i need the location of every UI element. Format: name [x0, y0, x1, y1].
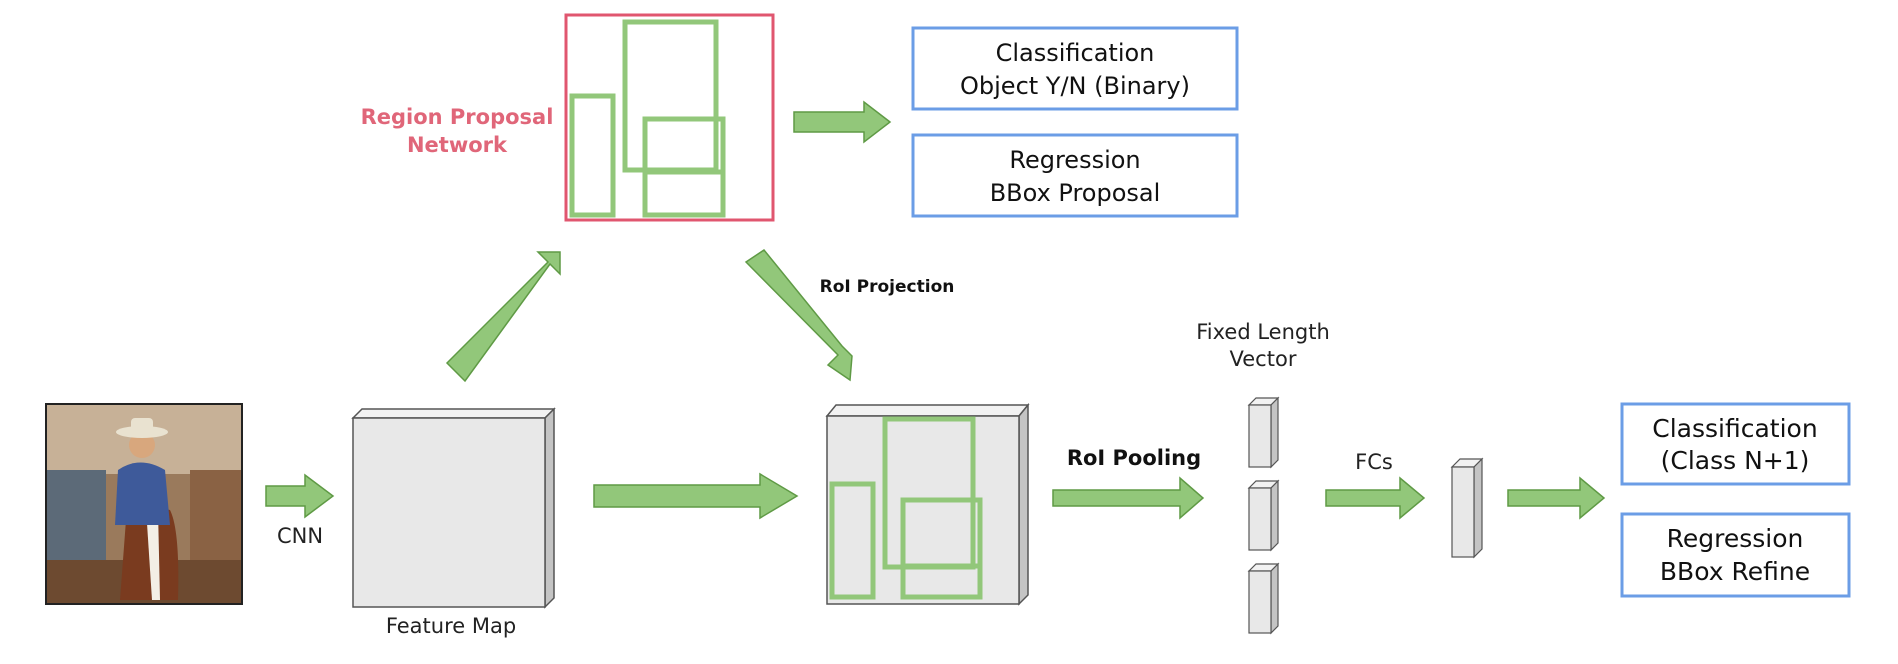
rpn-proposal-box-3: [642, 116, 726, 218]
fc-vector-side: [1473, 457, 1483, 559]
photo-rider-face: [129, 432, 155, 458]
input-photo: [45, 403, 243, 605]
feature-to-rpn-arrow: [445, 251, 561, 383]
photo-rider-hat-crown: [131, 418, 153, 432]
fixed-length-vector-2: [1247, 479, 1280, 552]
vector-3-front: [1248, 570, 1272, 634]
roi-projection-arrow: [744, 248, 853, 382]
fixed-length-label-line1: Fixed Length: [1196, 320, 1330, 344]
rpn-regression-subtitle: BBox Proposal: [990, 179, 1161, 207]
final-output-arrow: [1507, 476, 1606, 520]
roi-feature-block: [825, 402, 1030, 606]
final-regression-frame: [1620, 512, 1851, 598]
cnn-arrow: [265, 473, 335, 519]
roi-feature-top: [825, 404, 1030, 417]
final-regression-box: Regression BBox Refine: [1620, 512, 1851, 598]
roi-feature-front: [826, 415, 1020, 605]
final-classification-frame: [1620, 402, 1851, 486]
photo-rider-shirt: [115, 462, 170, 525]
fcs-label: FCs: [1355, 450, 1393, 474]
fcs-arrow: [1325, 476, 1426, 520]
rpn-regression-title: Regression: [1009, 146, 1140, 174]
roi-pooling-label: RoI Pooling: [1067, 446, 1201, 470]
roi-feature-side: [1018, 402, 1029, 606]
fc-vector-front: [1451, 466, 1475, 558]
final-regression-subtitle: BBox Refine: [1660, 557, 1810, 586]
cnn-label: CNN: [277, 524, 323, 548]
fixed-length-vector-1: [1247, 396, 1280, 469]
vector-3-side: [1270, 562, 1279, 635]
rpn-classification-title: Classification: [996, 39, 1155, 67]
fc-output-vector: [1450, 457, 1484, 559]
rpn-proposal-box-2: [569, 93, 616, 218]
vector-1-side: [1270, 396, 1279, 469]
rpn-label-line1: Region Proposal: [361, 105, 554, 129]
photo-right-fence: [190, 470, 242, 560]
feature-map-side: [544, 407, 555, 609]
photo-horse-blaze: [146, 508, 160, 600]
photo-left-fence: [46, 470, 106, 560]
vector-2-front: [1248, 487, 1272, 551]
rpn-classification-box: Classification Object Y/N (Binary): [911, 26, 1239, 111]
photo-frame: [45, 403, 243, 605]
final-classification-box: Classification (Class N+1): [1620, 402, 1851, 486]
rpn-output-arrow: [793, 100, 892, 144]
feature-map-front: [352, 417, 546, 608]
final-regression-title: Regression: [1667, 524, 1804, 553]
feature-map-block: [351, 407, 556, 609]
roi-projection-label: RoI Projection: [820, 277, 955, 297]
final-classification-subtitle: (Class N+1): [1661, 446, 1810, 475]
vector-1-front: [1248, 404, 1272, 468]
roi-box-2: [829, 481, 876, 600]
roi-pooling-arrow: [1052, 476, 1205, 520]
feature-map-label: Feature Map: [386, 614, 516, 638]
rpn-label-line2: Network: [407, 133, 508, 157]
rpn-regression-frame: [911, 133, 1239, 218]
fixed-length-label-line2: Vector: [1230, 347, 1297, 371]
rpn-box: [564, 13, 775, 222]
feature-to-roi-arrow: [593, 472, 799, 520]
feature-map-top: [351, 408, 556, 419]
rpn-regression-box: Regression BBox Proposal: [911, 133, 1239, 218]
rpn-classification-subtitle: Object Y/N (Binary): [960, 72, 1190, 100]
rpn-classification-frame: [911, 26, 1239, 111]
final-classification-title: Classification: [1652, 414, 1817, 443]
vector-2-side: [1270, 479, 1279, 552]
roi-box-3: [900, 497, 983, 600]
fixed-length-vector-3: [1247, 562, 1280, 635]
